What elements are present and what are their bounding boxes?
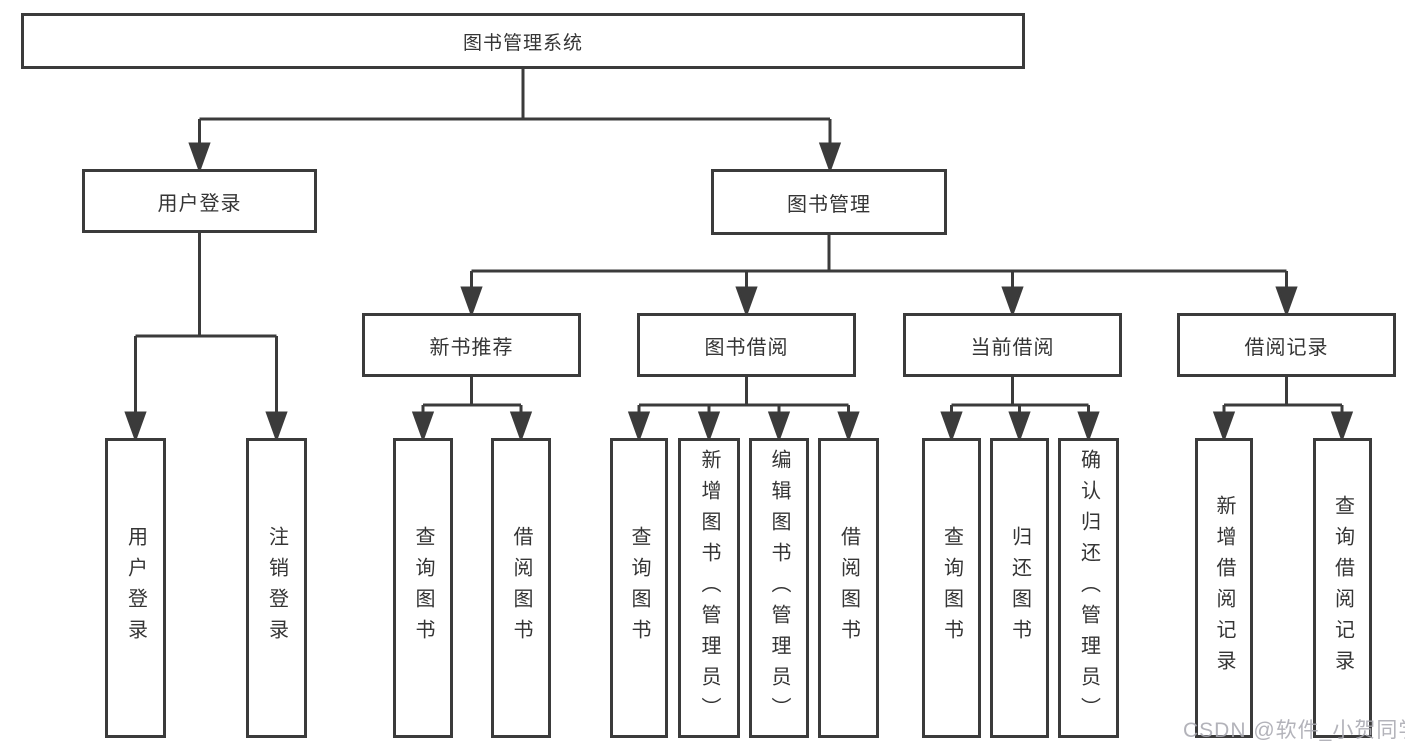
leaf-add-book-admin: 新增图书（管理员） [678, 438, 740, 738]
leaf-query-books-current-label: 查询图书 [940, 526, 963, 650]
node-borrowing-records: 借阅记录 [1177, 313, 1396, 377]
leaf-query-books-recommend: 查询图书 [393, 438, 453, 738]
node-library-system: 图书管理系统 [21, 13, 1025, 69]
node-book-management: 图书管理 [711, 169, 947, 235]
leaf-borrow-books-borrowing: 借阅图书 [818, 438, 879, 738]
leaf-user-login-label: 用户登录 [124, 526, 147, 650]
leaf-edit-book-admin-label: 编辑图书（管理员） [768, 448, 790, 728]
connector-root-to-level2 [188, 69, 842, 174]
leaf-return-books-label: 归还图书 [1008, 526, 1031, 650]
node-book-borrowing-label: 图书借阅 [704, 336, 789, 359]
leaf-borrow-books-recommend-label: 借阅图书 [510, 526, 532, 650]
leaf-query-books-recommend-label: 查询图书 [412, 526, 434, 650]
leaf-logout: 注销登录 [246, 438, 307, 738]
leaf-query-borrow-record-label: 查询借阅记录 [1331, 495, 1354, 681]
leaf-query-borrow-record: 查询借阅记录 [1313, 438, 1372, 738]
leaf-return-books: 归还图书 [990, 438, 1049, 738]
leaf-query-books-borrowing: 查询图书 [610, 438, 668, 738]
leaf-edit-book-admin: 编辑图书（管理员） [749, 438, 809, 738]
leaf-confirm-return-admin: 确认归还（管理员） [1058, 438, 1119, 738]
connector-book-mgmt-branch [460, 235, 1298, 318]
node-current-borrowing-label: 当前借阅 [970, 336, 1055, 359]
leaf-query-books-borrowing-label: 查询图书 [628, 526, 650, 650]
connector-borrow-record-branch [1212, 377, 1354, 443]
connector-user-login-branch [124, 233, 288, 443]
csdn-watermark: CSDN @软件_小贺同学 [1183, 719, 1405, 742]
node-user-login-label: 用户登录 [157, 192, 242, 215]
leaf-user-login: 用户登录 [105, 438, 166, 738]
connector-new-book-branch [411, 377, 533, 443]
node-borrowing-records-label: 借阅记录 [1244, 336, 1329, 359]
node-book-management-label: 图书管理 [787, 193, 871, 216]
node-library-system-label: 图书管理系统 [462, 32, 583, 54]
leaf-logout-label: 注销登录 [265, 526, 288, 650]
leaf-borrow-books-recommend: 借阅图书 [491, 438, 551, 738]
leaf-add-borrow-record: 新增借阅记录 [1195, 438, 1253, 738]
connector-current-borrow-branch [940, 377, 1100, 443]
connector-book-borrow-branch [627, 377, 860, 443]
leaf-borrow-books-borrowing-label: 借阅图书 [837, 526, 860, 650]
leaf-add-borrow-record-label: 新增借阅记录 [1213, 495, 1235, 681]
node-current-borrowing: 当前借阅 [903, 313, 1122, 377]
leaf-confirm-return-admin-label: 确认归还（管理员） [1077, 448, 1100, 728]
leaf-query-books-current: 查询图书 [922, 438, 981, 738]
node-new-book-recommend-label: 新书推荐 [429, 336, 514, 359]
node-new-book-recommend: 新书推荐 [362, 313, 581, 377]
leaf-add-book-admin-label: 新增图书（管理员） [698, 448, 720, 728]
node-user-login: 用户登录 [82, 169, 317, 233]
node-book-borrowing: 图书借阅 [637, 313, 856, 377]
